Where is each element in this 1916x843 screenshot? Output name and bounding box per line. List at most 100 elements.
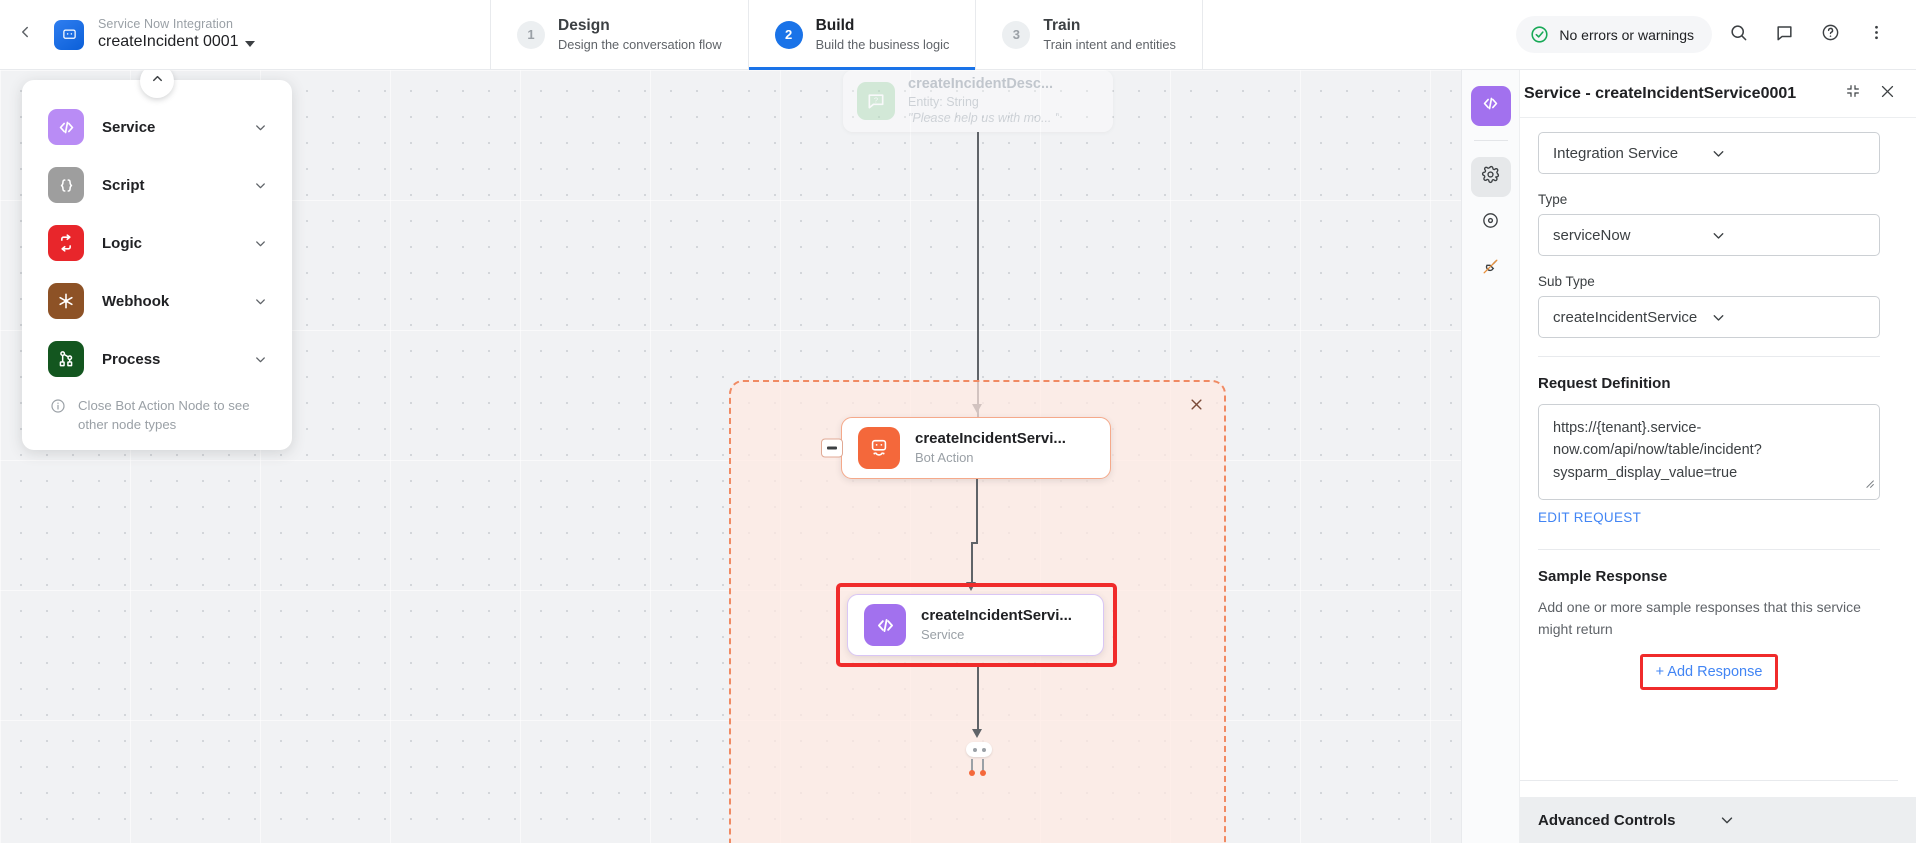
flow-name-dropdown[interactable]: createIncident 0001 [98, 33, 255, 51]
panel-header: Service - createIncidentService0001 [1520, 70, 1916, 118]
rail-item-service[interactable] [1470, 86, 1511, 126]
step-tabs: 1 Design Design the conversation flow 2 … [490, 0, 1203, 70]
bot-avatar-icon [62, 27, 77, 42]
edit-request-link[interactable]: EDIT REQUEST [1538, 510, 1642, 525]
properties-panel: Service - createIncidentService0001 Inte… [1461, 70, 1916, 843]
faded-dialog-node[interactable]: ? createIncidentDesc... Entity: String "… [843, 70, 1113, 132]
end-pill [966, 742, 992, 757]
palette-item-label: Service [102, 118, 156, 136]
service-type-select[interactable]: Integration Service [1538, 132, 1880, 174]
edge-mid-jog [971, 542, 978, 544]
project-name: Service Now Integration [98, 17, 234, 32]
panel-close-button[interactable] [1872, 79, 1902, 109]
code-icon [864, 604, 906, 646]
step-desc: Design the conversation flow [558, 36, 722, 52]
header-left: Service Now Integration createIncident 0… [0, 0, 490, 69]
step-title: Design [558, 17, 610, 35]
end-tick-left [971, 759, 973, 771]
info-icon [50, 398, 66, 414]
node-prompt: "Please help us with mo... " [908, 111, 1060, 126]
node-type: Bot Action [915, 449, 974, 465]
search-button[interactable] [1718, 15, 1758, 55]
end-dot-right-icon [981, 747, 986, 752]
close-icon [1189, 397, 1204, 415]
comment-button[interactable] [1764, 15, 1804, 55]
gear-icon [1481, 165, 1500, 189]
palette-item-service[interactable]: Service [22, 98, 292, 156]
rail-divider [1473, 140, 1508, 141]
palette-note-text: Close Bot Action Node to see other node … [78, 398, 250, 433]
advanced-controls-toggle[interactable]: Advanced Controls [1520, 797, 1916, 843]
comment-icon [1775, 23, 1794, 47]
sample-response-title: Sample Response [1538, 568, 1668, 585]
chevron-down-icon[interactable] [253, 236, 268, 251]
node-service[interactable]: createIncidentServi... Service [847, 594, 1104, 656]
step-desc: Train intent and entities [1043, 36, 1176, 52]
step-title: Build [815, 17, 855, 35]
resize-grip-icon[interactable] [1862, 474, 1875, 496]
process-icon [48, 341, 84, 377]
flow-name-label: createIncident 0001 [98, 33, 239, 51]
chevron-down-icon[interactable] [253, 352, 268, 367]
sub-type-select[interactable]: createIncidentService [1538, 296, 1880, 338]
panel-content[interactable]: Integration Service Type serviceNow Sub … [1520, 118, 1916, 843]
step-title: Train [1043, 17, 1081, 35]
end-dot-left-icon [972, 747, 977, 752]
edge-mid-b [971, 542, 973, 587]
collapse-group-handle[interactable] [821, 438, 843, 458]
node-bot-action[interactable]: createIncidentServi... Bot Action [821, 417, 1111, 479]
chevron-down-icon[interactable] [253, 120, 268, 135]
palette-item-process[interactable]: Process [22, 330, 292, 388]
request-definition-input[interactable]: https://{tenant}.service-now.com/api/now… [1538, 404, 1880, 500]
collapse-icon [1845, 83, 1861, 104]
add-response-button[interactable]: + Add Response [1655, 664, 1763, 681]
node-subtitle: Entity: String [908, 95, 979, 110]
panel-title: Service - createIncidentService0001 [1524, 84, 1797, 102]
close-icon [1879, 83, 1896, 105]
palette-item-webhook[interactable]: Webhook [22, 272, 292, 330]
end-terminal-right [980, 770, 986, 776]
palette-item-label: Logic [102, 234, 142, 252]
rail-item-connection[interactable] [1471, 249, 1511, 289]
rail-item-target[interactable] [1471, 203, 1511, 243]
type-select[interactable]: serviceNow [1538, 214, 1880, 256]
svg-text:?: ? [874, 95, 878, 104]
caret-down-icon [244, 41, 255, 48]
tab-train[interactable]: 3 Train Train intent and entities [975, 0, 1203, 69]
step-desc: Build the business logic [815, 36, 950, 52]
status-badge[interactable]: No errors or warnings [1516, 16, 1712, 53]
status-text: No errors or warnings [1559, 26, 1694, 43]
tab-design[interactable]: 1 Design Design the conversation flow [490, 0, 748, 69]
chevron-down-icon [1710, 227, 1867, 244]
type-value: serviceNow [1553, 226, 1631, 244]
rail-item-settings[interactable] [1470, 157, 1511, 197]
edge-bottom [977, 667, 979, 733]
step-number: 3 [1002, 20, 1031, 49]
tab-build[interactable]: 2 Build Build the business logic [747, 0, 976, 70]
node-type: Service [921, 626, 965, 642]
check-circle-icon [1530, 25, 1549, 44]
help-button[interactable] [1810, 15, 1850, 55]
end-terminal-left [969, 770, 975, 776]
flow-end-marker[interactable] [963, 742, 995, 778]
advanced-controls-label: Advanced Controls [1538, 811, 1676, 829]
group-close-button[interactable] [1184, 394, 1208, 418]
more-options-button[interactable] [1856, 15, 1896, 55]
bot-avatar[interactable] [54, 19, 84, 50]
chevron-down-icon[interactable] [253, 178, 268, 193]
panel-collapse-button[interactable] [1838, 79, 1868, 109]
chevron-down-icon [1718, 811, 1898, 829]
type-label: Type [1538, 192, 1568, 207]
palette-item-logic[interactable]: Logic [22, 214, 292, 272]
palette-item-label: Webhook [102, 292, 170, 310]
help-icon [1821, 23, 1840, 47]
node-title: createIncidentServi... [921, 607, 1072, 625]
loop-icon [48, 225, 84, 261]
back-button[interactable] [10, 20, 40, 50]
edge-bottom-arrow [972, 729, 982, 738]
node-type-palette: Service Script Logic [22, 64, 292, 451]
edge-top [977, 132, 979, 417]
end-tick-right [982, 759, 984, 771]
chevron-down-icon[interactable] [253, 294, 268, 309]
palette-item-script[interactable]: Script [22, 156, 292, 214]
